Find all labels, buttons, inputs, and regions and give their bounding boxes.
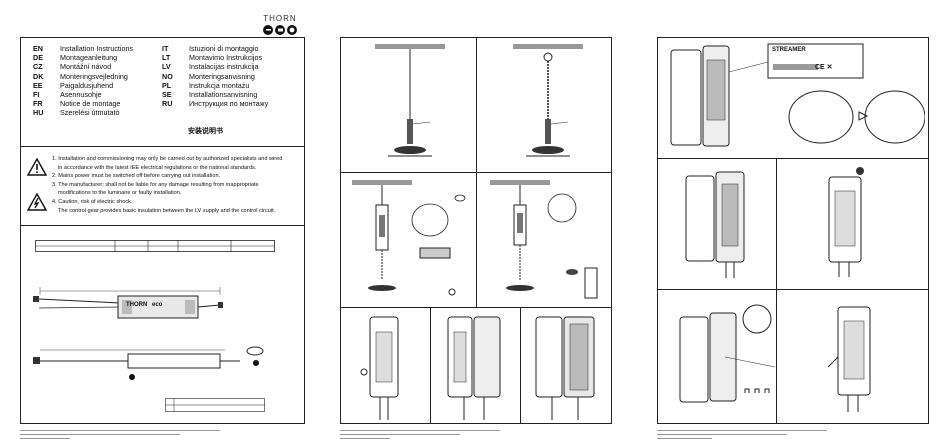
footer-line	[657, 438, 712, 439]
warning-line: 3. The manufacturer; shall not be liable…	[52, 181, 259, 188]
warning-line: 2. Mains power must be switched off befo…	[52, 173, 221, 180]
warning-line: modifications to the luminaire or faulty…	[58, 190, 182, 197]
divider	[340, 307, 612, 308]
divider	[657, 158, 929, 159]
eco-logo-icon	[263, 25, 297, 35]
wiring-detail	[679, 304, 775, 403]
divider	[657, 289, 929, 290]
footer-line	[20, 438, 70, 439]
page-3	[657, 37, 929, 424]
divider	[20, 146, 305, 147]
footer-line	[20, 434, 180, 435]
warning-icon	[27, 158, 47, 176]
electric-shock-icon	[27, 193, 47, 211]
housing-closed	[360, 316, 399, 420]
driver-logo: eco	[152, 302, 163, 308]
footer-line	[340, 430, 500, 431]
warning-line: 4. Caution, risk of electric shock.	[52, 198, 133, 205]
housing-with-label-detail	[670, 43, 925, 147]
page-1	[20, 37, 305, 424]
divider	[476, 37, 477, 307]
housing-opening	[447, 316, 501, 420]
footer-line	[657, 434, 787, 435]
housing-step-c	[827, 306, 871, 412]
driver-label: THORN	[126, 302, 148, 308]
pendant-chain-mount	[513, 44, 583, 157]
warning-list: 1. Installation and commissioning may on…	[52, 155, 282, 215]
pendant-rod-mount	[375, 44, 445, 157]
warning-line: 1. Installation and commissioning may on…	[52, 156, 283, 162]
small-table	[165, 398, 265, 412]
divider	[20, 225, 305, 226]
brand-logo: THORN	[260, 14, 300, 36]
chinese-title: 安装说明书	[188, 128, 223, 135]
sticker-brand: STREAMER	[772, 47, 806, 53]
housing-open	[535, 316, 595, 420]
chain-installation-step	[490, 180, 598, 299]
footer-line	[657, 430, 827, 431]
footer-line	[340, 434, 460, 435]
warning-line: in accordance with the latest IEE electr…	[58, 164, 257, 171]
spec-table	[35, 240, 275, 252]
footer-line	[20, 430, 220, 431]
driver-side-view	[33, 346, 264, 380]
divider	[430, 307, 431, 424]
divider	[520, 307, 521, 424]
ce-mark: CE ✕	[815, 64, 833, 71]
divider	[776, 158, 777, 424]
warning-line: The control gear provides basic insulati…	[58, 207, 276, 214]
housing-step-a	[685, 171, 745, 278]
rod-installation-step	[352, 180, 466, 296]
driver-top-view	[33, 287, 223, 319]
footer-line	[340, 438, 390, 439]
housing-step-b	[828, 167, 864, 277]
brand-name: THORN	[263, 14, 297, 23]
